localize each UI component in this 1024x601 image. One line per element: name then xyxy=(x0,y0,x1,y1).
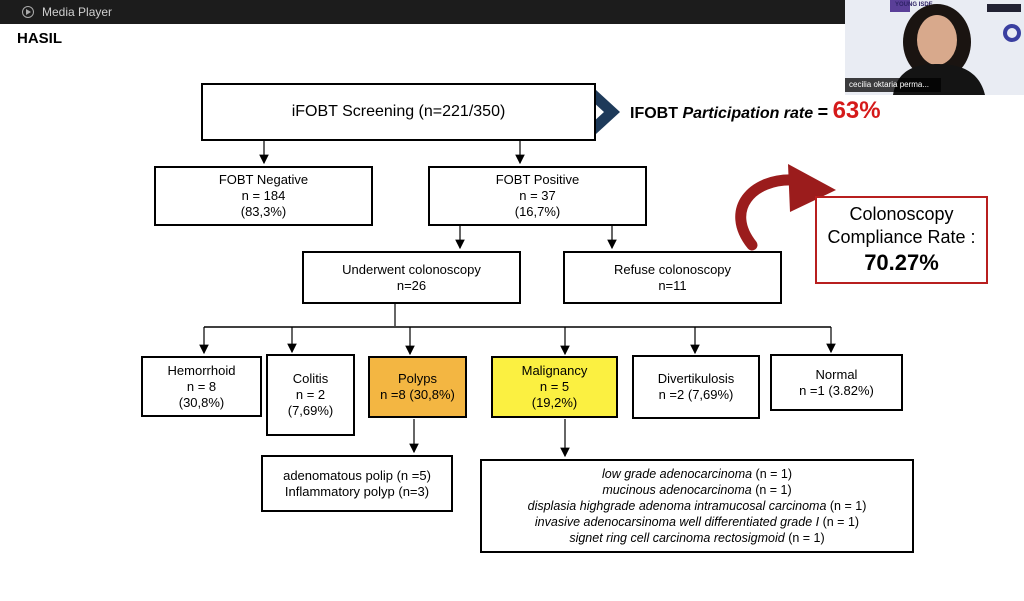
malignancy-type-item: mucinous adenocarcinoma (n = 1) xyxy=(602,483,792,497)
malignancy-box: Malignancy n = 5 (19,2%) xyxy=(491,356,618,418)
participant-name: cecilia oktaria perma... xyxy=(845,78,941,92)
refuse-title: Refuse colonoscopy xyxy=(613,261,732,277)
screening-label: iFOBT Screening (n=221/350) xyxy=(291,103,506,120)
event-brand: YOUNG ISDE xyxy=(895,2,933,8)
curved-arrow-icon xyxy=(735,174,800,251)
hemorrhoid-box: Hemorrhoid n = 8 (30,8%) xyxy=(141,356,262,417)
media-player-icon xyxy=(22,6,34,18)
event-logo xyxy=(890,0,910,12)
malignancy-type-item: invasive adenocarsinoma well differentia… xyxy=(534,515,860,529)
hemorrhoid-title: Hemorrhoid xyxy=(167,362,236,378)
malignancy-count: n = 5 xyxy=(539,379,570,394)
colitis-title: Colitis xyxy=(292,371,329,386)
colitis-count: n = 2 xyxy=(295,387,326,402)
positive-count: n = 37 xyxy=(519,188,556,203)
divertikulosis-count: n =2 (7,69%) xyxy=(658,387,734,402)
polyps-title: Polyps xyxy=(397,371,438,386)
positive-percent: (16,7%) xyxy=(514,204,561,219)
colitis-box: Colitis n = 2 (7,69%) xyxy=(266,354,355,436)
window-title: Media Player xyxy=(42,5,113,19)
polyp-type-item: adenomatous polip (n =5) xyxy=(283,467,431,483)
screening-box: iFOBT Screening (n=221/350) xyxy=(201,83,596,141)
divertikulosis-title: Divertikulosis xyxy=(657,371,735,386)
hemorrhoid-percent: (30,8%) xyxy=(178,394,225,410)
negative-percent: (83,3%) xyxy=(240,204,287,219)
divertikulosis-box: Divertikulosis n =2 (7,69%) xyxy=(632,355,760,419)
malignancy-type-item: signet ring cell carcinoma rectosigmoid … xyxy=(569,531,825,545)
normal-title: Normal xyxy=(815,366,858,382)
compliance-value: 70.27% xyxy=(864,250,939,275)
colitis-percent: (7,69%) xyxy=(287,403,334,418)
underwent-title: Underwent colonoscopy xyxy=(342,261,481,277)
fobt-positive-box: FOBT Positive n = 37 (16,7%) xyxy=(428,166,647,226)
polyps-box: Polyps n =8 (30,8%) xyxy=(368,356,467,418)
underwent-colonoscopy-box: Underwent colonoscopy n=26 xyxy=(302,251,521,304)
hemorrhoid-count: n = 8 xyxy=(186,378,217,394)
polyps-count: n =8 (30,8%) xyxy=(380,387,455,402)
media-player-titlebar: Media Player xyxy=(0,0,845,24)
negative-count: n = 184 xyxy=(241,188,286,203)
malignancy-title: Malignancy xyxy=(521,363,588,378)
participation-eq: = xyxy=(817,102,829,122)
fobt-negative-box: FOBT Negative n = 184 (83,3%) xyxy=(154,166,373,226)
malignancy-type-item: low grade adenocarcinoma (n = 1) xyxy=(601,467,793,481)
slide-heading: HASIL xyxy=(17,30,62,47)
participation-rate: IFOBT Participation rate = 63% xyxy=(630,97,881,125)
compliance-line1: Colonoscopy xyxy=(849,204,954,224)
polyp-types-box: adenomatous polip (n =5) Inflammatory po… xyxy=(261,455,453,512)
positive-title: FOBT Positive xyxy=(495,172,580,187)
refuse-count: n=11 xyxy=(658,277,687,293)
polyp-type-item: Inflammatory polyp (n=3) xyxy=(284,483,430,499)
negative-title: FOBT Negative xyxy=(218,172,309,187)
participation-prefix: IFOBT xyxy=(630,105,678,122)
underwent-count: n=26 xyxy=(396,277,427,293)
ring-logo-icon xyxy=(1003,24,1021,42)
malignancy-type-item: displasia highgrade adenoma intramucosal… xyxy=(527,499,867,513)
normal-box: Normal n =1 (3.82%) xyxy=(770,354,903,411)
participation-label: Participation rate xyxy=(682,105,814,122)
malignancy-types-box: low grade adenocarcinoma (n = 1) mucinou… xyxy=(480,459,914,553)
participation-value: 63% xyxy=(832,97,881,124)
malignancy-percent: (19,2%) xyxy=(531,395,578,410)
compliance-rate-box: Colonoscopy Compliance Rate : 70.27% xyxy=(815,196,988,284)
normal-count: n =1 (3.82%) xyxy=(799,382,874,398)
compliance-line2: Compliance Rate : xyxy=(827,227,976,247)
refuse-colonoscopy-box: Refuse colonoscopy n=11 xyxy=(563,251,782,304)
chevron-right-icon xyxy=(580,90,620,134)
window-controls xyxy=(987,4,1021,12)
webcam-thumbnail[interactable]: YOUNG ISDE cecilia oktaria perma... xyxy=(845,0,1024,95)
